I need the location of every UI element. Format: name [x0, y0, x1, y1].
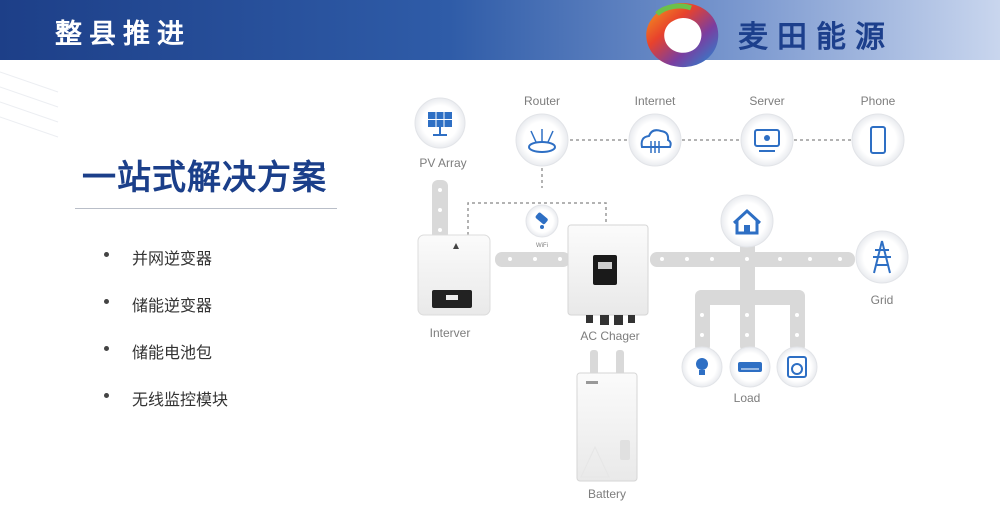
bus-dots	[438, 188, 842, 337]
load-washer-node	[776, 346, 818, 388]
page-title: 一站式解决方案	[82, 158, 327, 198]
grid-label: Grid	[871, 293, 894, 307]
load-bulb-node	[681, 346, 723, 388]
grid-inverter-device	[417, 234, 491, 316]
grid-node	[855, 230, 909, 284]
feature-item: 储能电池包	[100, 339, 228, 386]
network-links	[467, 139, 852, 235]
decorative-lines	[0, 71, 59, 138]
system-diagram: Router Internet Server Phone PV Array Wi…	[414, 94, 909, 501]
phone-label: Phone	[861, 94, 896, 108]
bullet-dot	[104, 346, 109, 351]
load-label: Load	[734, 391, 761, 405]
ac-charger-label: AC Chager	[580, 329, 639, 343]
home-node	[720, 194, 774, 248]
feature-item: 无线监控模块	[100, 386, 228, 433]
header-title: 整县推进	[55, 19, 191, 50]
interver-label: Interver	[430, 326, 471, 340]
storage-inverter-device	[567, 224, 649, 325]
router-label: Router	[524, 94, 560, 108]
internet-label: Internet	[635, 94, 676, 108]
wifi-label: WiFi	[536, 243, 548, 249]
brand-name: 麦田能源	[738, 20, 894, 55]
battery-device	[576, 372, 638, 482]
wifi-node	[525, 204, 559, 238]
internet-node	[628, 113, 682, 167]
title-divider	[75, 208, 337, 209]
router-node	[515, 113, 569, 167]
phone-node	[851, 113, 905, 167]
bullet-dot	[104, 393, 109, 398]
battery-label: Battery	[588, 487, 626, 501]
server-node	[740, 113, 794, 167]
pv-array-label: PV Array	[419, 156, 466, 170]
header-bar: 整县推进 麦田能源	[0, 0, 1000, 68]
feature-item: 并网逆变器	[100, 245, 228, 292]
feature-list: 并网逆变器 储能逆变器 储能电池包 无线监控模块	[100, 245, 228, 433]
bullet-dot	[104, 299, 109, 304]
feature-item: 储能逆变器	[100, 292, 228, 339]
load-aircon-node	[729, 346, 771, 388]
company-logo-icon	[646, 3, 719, 68]
pv-array-node	[414, 97, 466, 149]
power-bus	[432, 180, 855, 375]
bullet-dot	[104, 252, 109, 257]
server-label: Server	[749, 94, 784, 108]
